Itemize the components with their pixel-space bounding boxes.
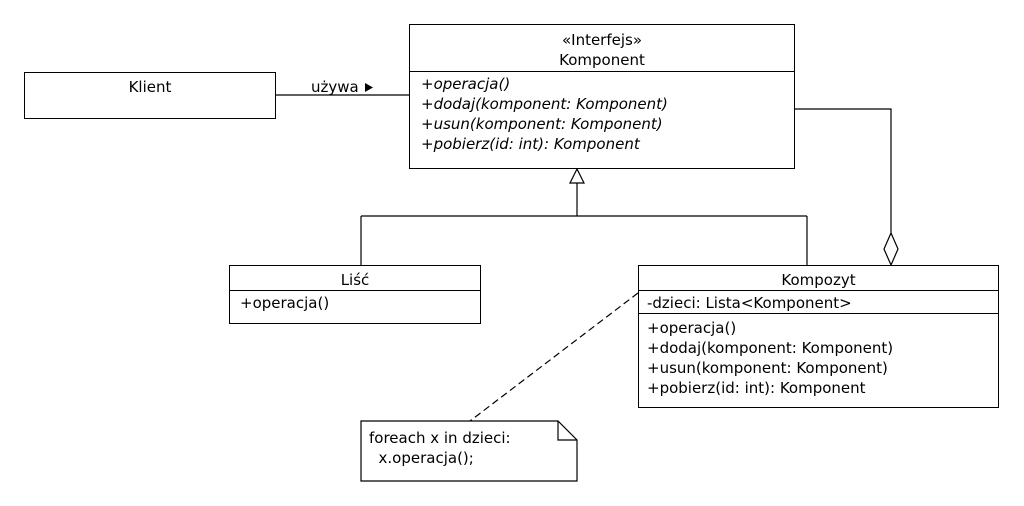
interface-method: +operacja() bbox=[421, 75, 511, 93]
interface-name: Komponent bbox=[559, 51, 645, 69]
class-kompozyt-divider-bottom bbox=[639, 313, 998, 314]
aggregation-line bbox=[795, 108, 892, 233]
class-lisc[interactable]: Liść +operacja() bbox=[229, 265, 481, 324]
note-shape bbox=[360, 420, 578, 482]
class-lisc-name: Liść bbox=[340, 271, 370, 289]
note-anchor-line bbox=[469, 292, 639, 422]
class-kompozyt-method: +dodaj(komponent: Komponent) bbox=[647, 339, 894, 357]
class-lisc-method: +operacja() bbox=[240, 294, 330, 312]
note-fold bbox=[557, 421, 577, 441]
interface-method: +pobierz(id: int): Komponent bbox=[421, 135, 640, 153]
class-kompozyt[interactable]: Kompozyt -dzieci: Lista<Komponent> +oper… bbox=[638, 265, 999, 408]
class-kompozyt-method: +pobierz(id: int): Komponent bbox=[647, 379, 866, 397]
class-klient[interactable]: Klient bbox=[24, 72, 276, 119]
class-kompozyt-method: +usun(komponent: Komponent) bbox=[647, 359, 888, 377]
aggregation-diamond bbox=[883, 231, 899, 267]
association-label: używa bbox=[311, 78, 359, 96]
interface-stereotype: «Interfejs» bbox=[561, 31, 643, 49]
class-kompozyt-attribute: -dzieci: Lista<Komponent> bbox=[647, 294, 852, 312]
association-direction-icon bbox=[365, 83, 373, 92]
interface-komponent[interactable]: «Interfejs» Komponent +operacja() +dodaj… bbox=[409, 24, 795, 169]
interface-method: +usun(komponent: Komponent) bbox=[421, 115, 663, 133]
class-klient-name: Klient bbox=[128, 78, 172, 96]
interface-method: +dodaj(komponent: Komponent) bbox=[421, 95, 668, 113]
class-kompozyt-divider-top bbox=[639, 290, 998, 291]
class-kompozyt-name: Kompozyt bbox=[781, 271, 856, 289]
class-lisc-divider bbox=[230, 290, 480, 291]
class-kompozyt-method: +operacja() bbox=[647, 319, 737, 337]
note-line: foreach x in dzieci: bbox=[369, 429, 511, 447]
generalization-arrowhead bbox=[569, 167, 585, 184]
note-line: x.operacja(); bbox=[369, 449, 474, 467]
interface-divider bbox=[410, 71, 794, 72]
